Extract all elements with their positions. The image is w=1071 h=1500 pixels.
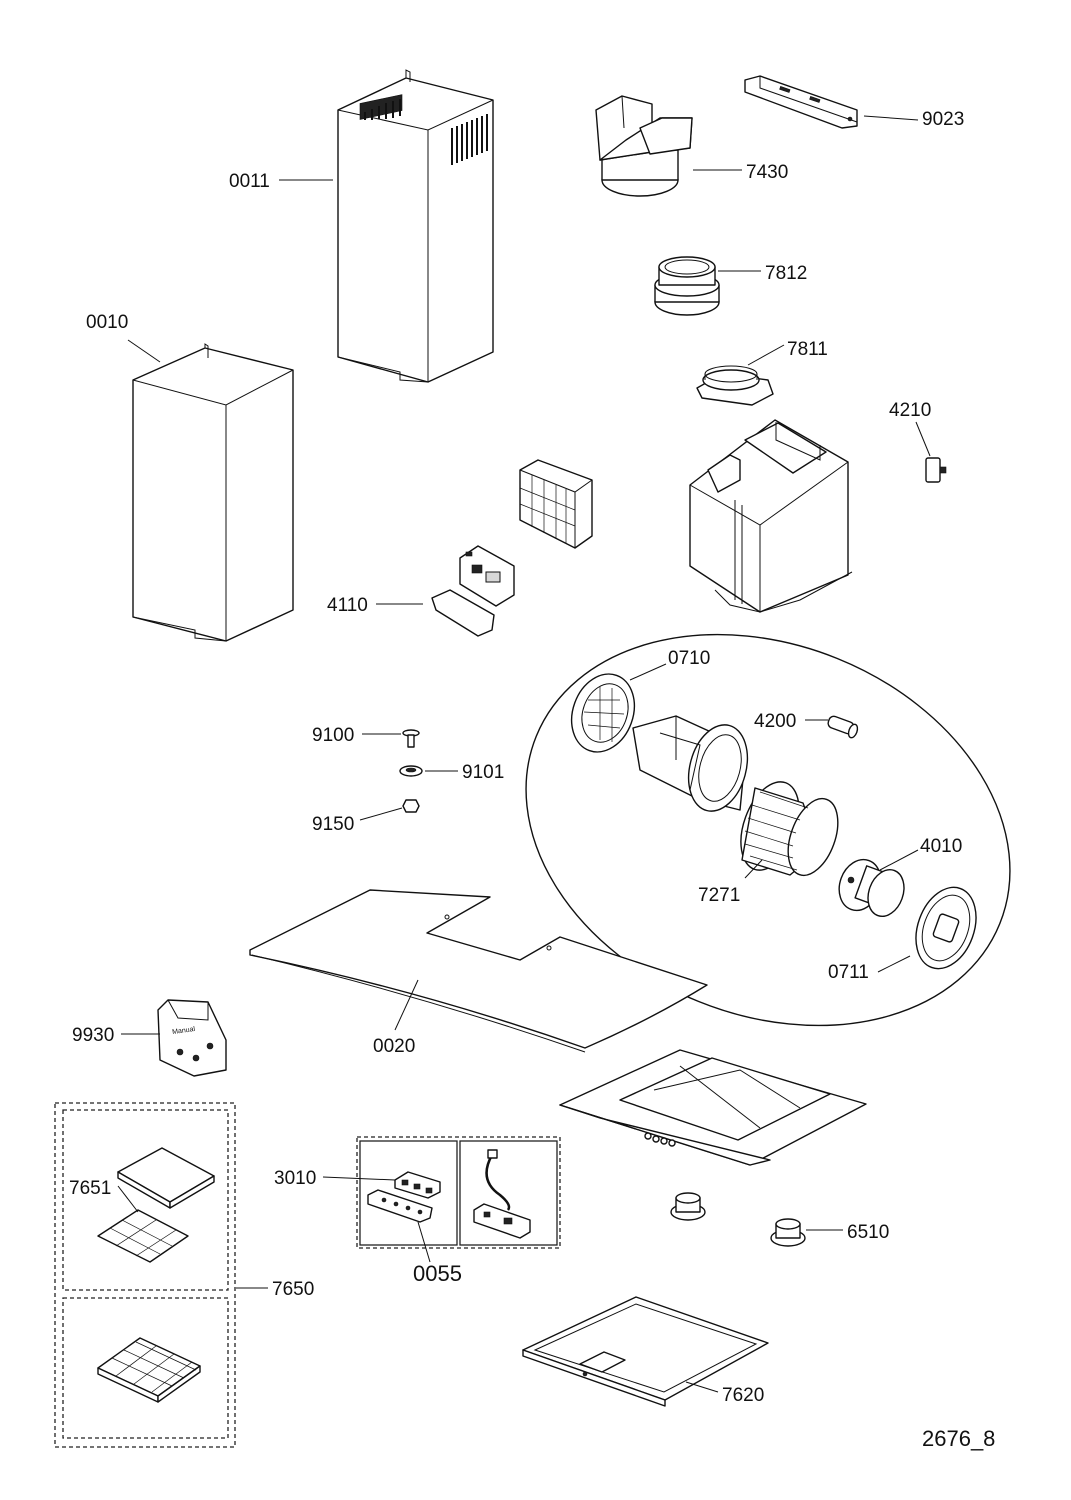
capacitor-part — [827, 715, 859, 739]
screw-part — [402, 729, 420, 748]
nut-part — [402, 799, 420, 813]
label-9101: 9101 — [462, 762, 504, 783]
label-0011: 0011 — [229, 171, 270, 192]
fan-scroll-part — [632, 715, 749, 812]
switch-part — [925, 457, 947, 483]
motor-housing-part — [689, 419, 853, 613]
label-7271: 7271 — [698, 885, 740, 906]
label-7430: 7430 — [746, 162, 788, 183]
label-9150: 9150 — [312, 814, 354, 835]
electronic-board-part — [431, 545, 515, 637]
control-kit-outline — [356, 1136, 561, 1249]
label-0055: 0055 — [413, 1261, 462, 1286]
filter-kit-outline — [54, 1102, 236, 1448]
label-7651: 7651 — [69, 1178, 111, 1199]
label-3010: 3010 — [274, 1168, 316, 1189]
motor-part — [838, 858, 905, 917]
label-7650: 7650 — [272, 1279, 314, 1300]
label-9100: 9100 — [312, 725, 354, 746]
installation-kit-part: Manual — [157, 999, 227, 1077]
mounting-bracket-part — [744, 75, 858, 129]
label-0710: 0710 — [668, 648, 710, 669]
label-0010: 0010 — [86, 312, 128, 333]
drawing-reference: 2676_8 — [922, 1426, 995, 1451]
label-0711: 0711 — [828, 962, 869, 983]
fan-cover-front-part — [570, 673, 636, 753]
carbon-filter-box-2 — [62, 1297, 229, 1439]
chimney-lower-part — [132, 343, 294, 642]
label-4210: 4210 — [889, 400, 931, 421]
label-7620: 7620 — [722, 1385, 764, 1406]
label-6510: 6510 — [847, 1222, 889, 1243]
grease-filter-part — [522, 1296, 769, 1407]
label-9023: 9023 — [922, 109, 964, 130]
valve-adapter-part — [595, 95, 693, 197]
flange-part — [696, 365, 774, 406]
label-4200: 4200 — [754, 711, 796, 732]
carbon-cartridge-part — [97, 1337, 201, 1403]
label-7812: 7812 — [765, 263, 807, 284]
filter-frame-part — [519, 459, 593, 549]
label-9930: 9930 — [72, 1025, 114, 1046]
impeller-part — [740, 781, 839, 877]
wiring-harness-part — [473, 1149, 531, 1239]
label-4010: 4010 — [920, 836, 962, 857]
control-board-part — [367, 1171, 441, 1223]
duct-ring-part — [654, 256, 720, 316]
washer-part — [399, 765, 423, 777]
carbon-filter-box — [62, 1109, 229, 1291]
wiring-box — [459, 1140, 558, 1246]
fan-cover-back-part — [915, 886, 977, 970]
knob-part — [670, 1192, 806, 1247]
carbon-filter-part — [97, 1147, 215, 1263]
chimney-upper-part — [337, 69, 494, 383]
fan-assembly-outline — [525, 633, 1011, 1027]
label-7811: 7811 — [787, 339, 828, 360]
control-board-box — [359, 1140, 458, 1246]
hood-body-part — [559, 1049, 867, 1166]
label-4110: 4110 — [327, 595, 368, 616]
glass-panel-part — [249, 889, 708, 1053]
svg-text:Manual: Manual — [172, 1026, 196, 1036]
label-0020: 0020 — [373, 1036, 415, 1057]
